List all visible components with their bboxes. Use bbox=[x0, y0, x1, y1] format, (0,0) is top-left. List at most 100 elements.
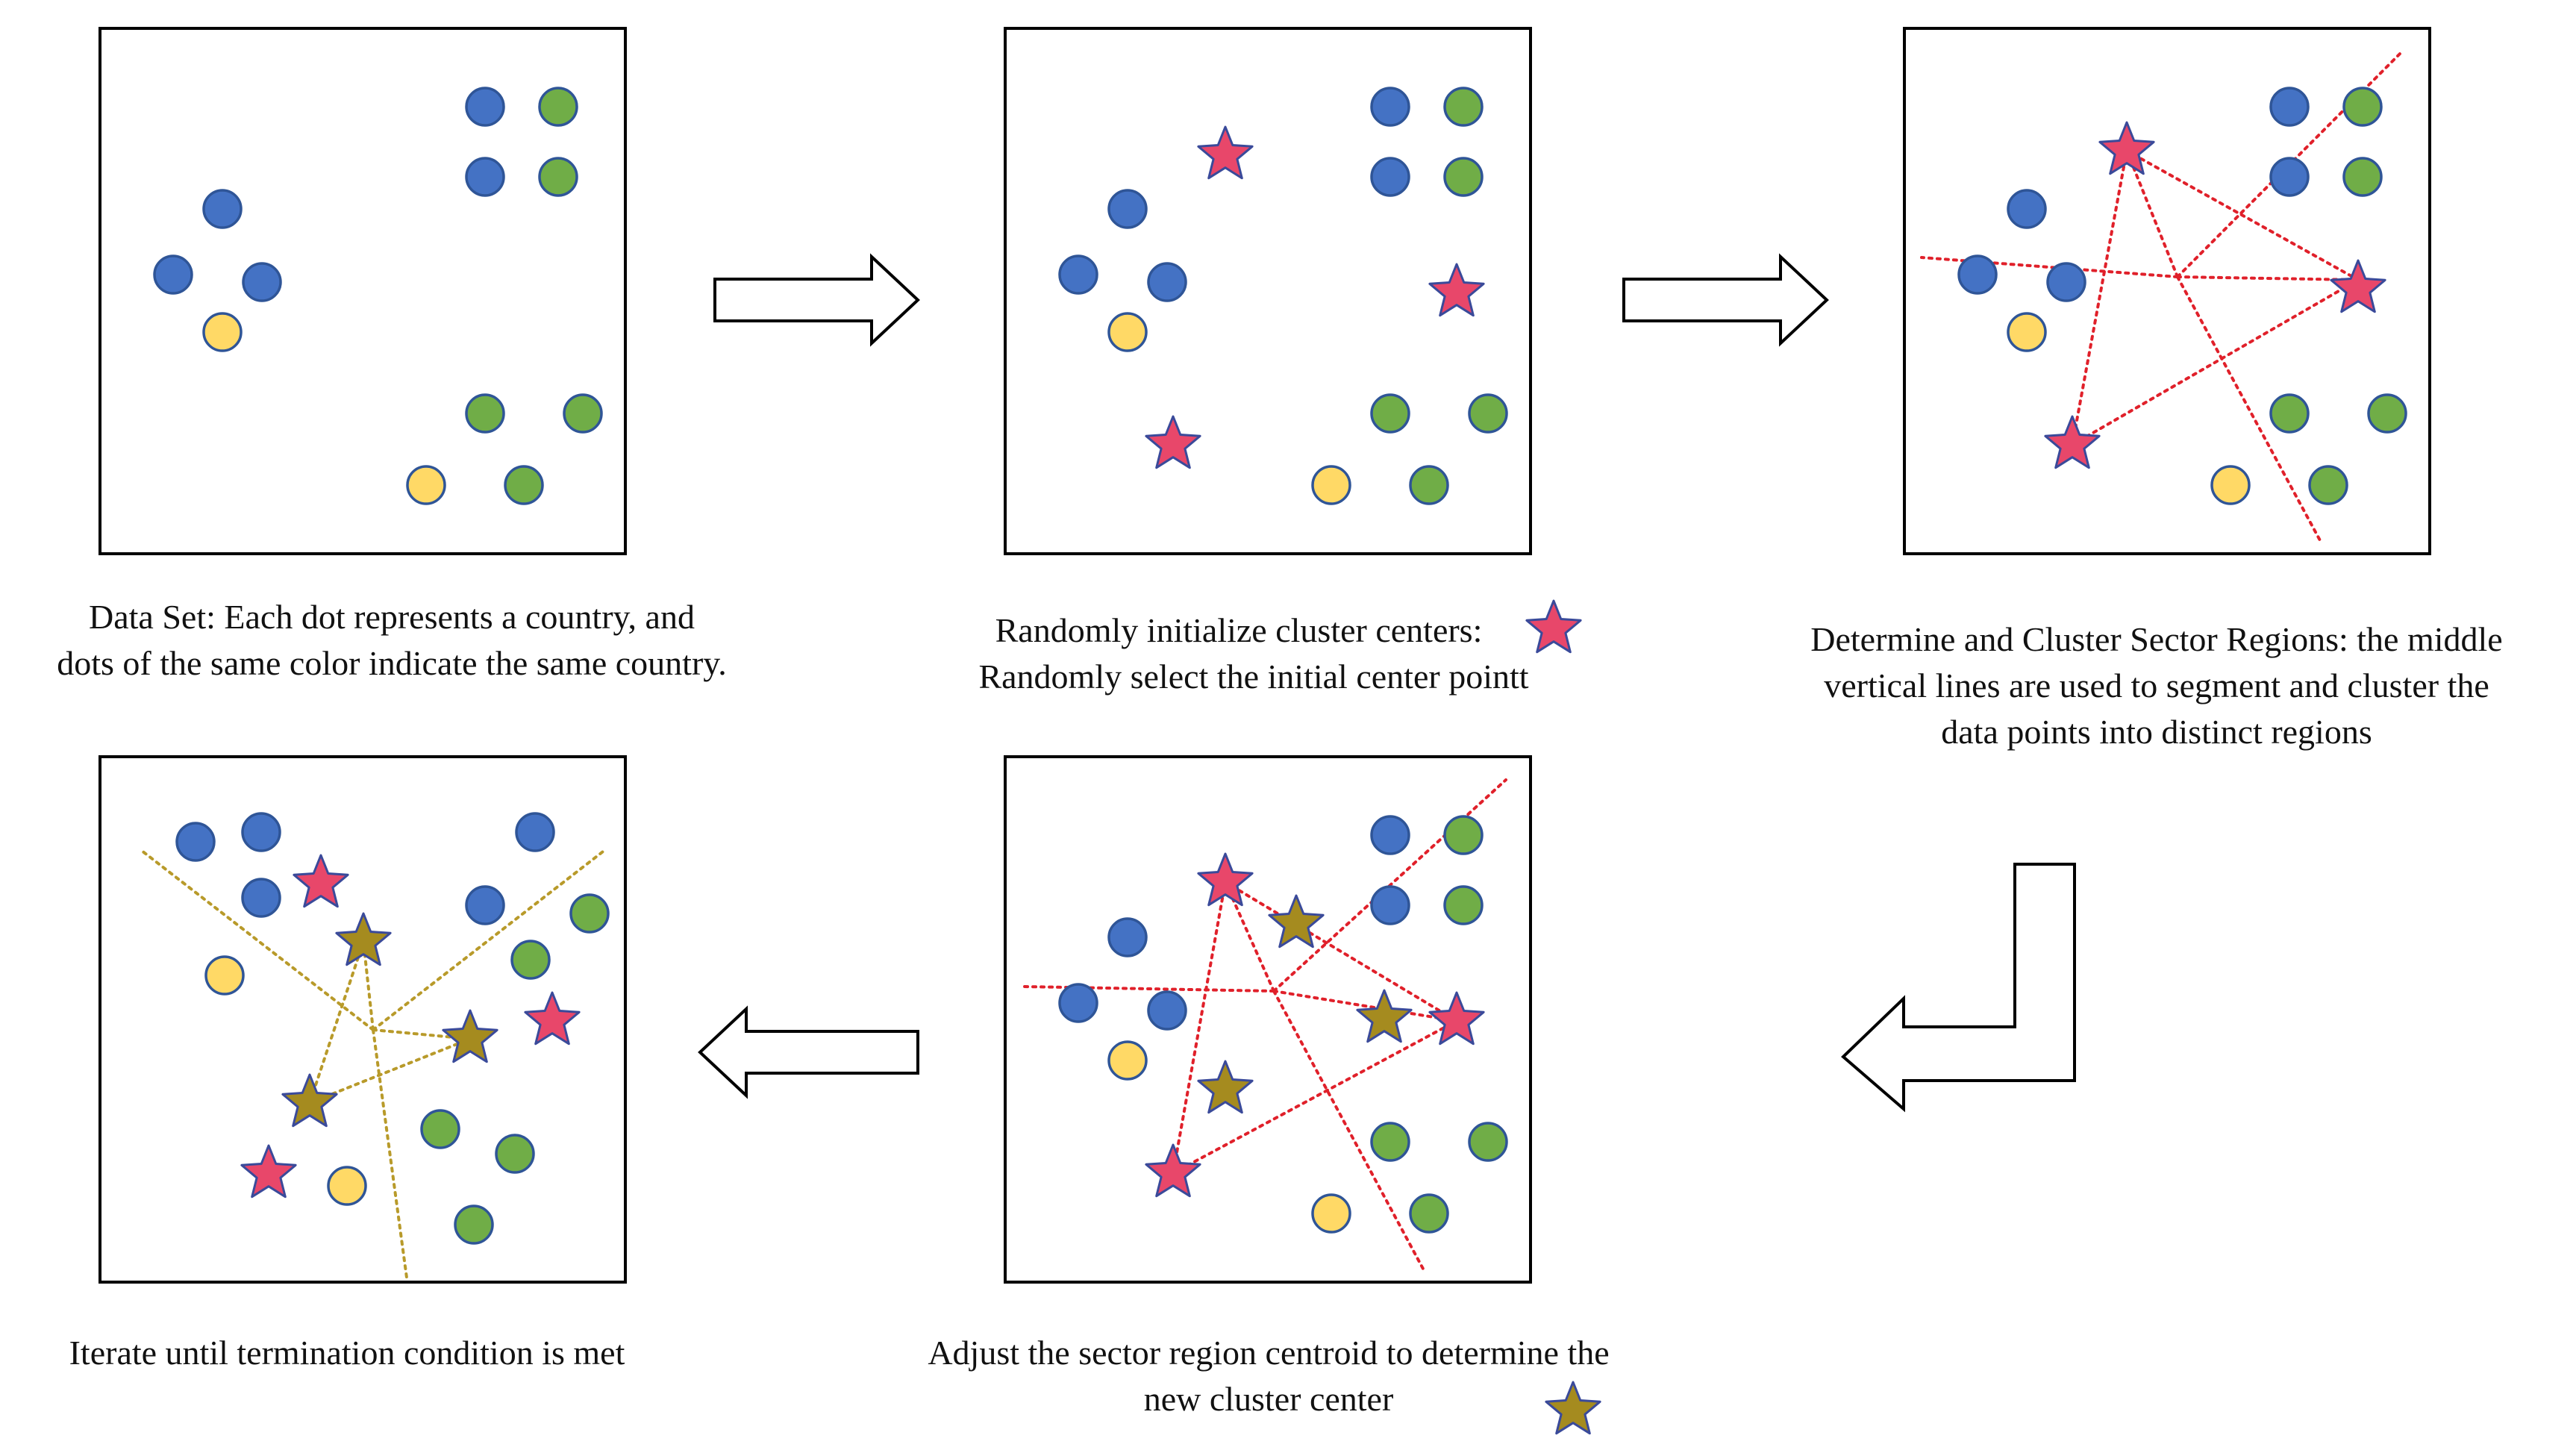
blue-dot bbox=[465, 87, 505, 127]
panel-iteration bbox=[99, 755, 627, 1284]
yellow-dot bbox=[1311, 1193, 1351, 1234]
green-dot bbox=[2342, 157, 2383, 197]
red-boundary-line bbox=[2071, 278, 2360, 446]
caption-step2-line2: Randomly select the initial center point… bbox=[978, 657, 1529, 696]
red-boundary-line bbox=[1224, 881, 1458, 1022]
blue-dot bbox=[1107, 917, 1148, 957]
blue-dot bbox=[175, 822, 216, 862]
gold-boundary-line bbox=[308, 940, 365, 1104]
green-dot bbox=[504, 465, 544, 505]
blue-dot bbox=[1370, 157, 1410, 197]
panel-data-set bbox=[99, 27, 627, 555]
green-dot bbox=[1468, 393, 1508, 434]
green-dot bbox=[510, 940, 551, 980]
initial-center-star bbox=[1197, 125, 1254, 180]
caption-step3-line1: Determine and Cluster Sector Regions: th… bbox=[1810, 620, 2503, 658]
green-dot bbox=[495, 1134, 535, 1174]
red-boundary-line bbox=[1172, 881, 1227, 1175]
red-boundary-line bbox=[2125, 149, 2360, 281]
green-dot bbox=[1468, 1122, 1508, 1162]
caption-step1-line1: Data Set: Each dot represents a country,… bbox=[89, 598, 695, 636]
initial-center-star bbox=[1145, 415, 1201, 469]
blue-dot bbox=[2007, 189, 2047, 229]
yellow-dot bbox=[1107, 1040, 1148, 1081]
panel-sector-regions bbox=[1903, 27, 2431, 555]
caption-step2: Randomly initialize cluster centers: Ran… bbox=[881, 607, 1627, 700]
yellow-dot bbox=[1311, 465, 1351, 505]
blue-dot bbox=[2046, 262, 2086, 302]
flow-arrow-right-1 bbox=[713, 253, 920, 347]
new-center-star bbox=[335, 912, 392, 966]
green-dot bbox=[465, 393, 505, 434]
initial-center-star bbox=[1145, 1143, 1201, 1198]
initial-center-star bbox=[2044, 415, 2101, 469]
blue-dot bbox=[1147, 990, 1187, 1031]
initial-center-star bbox=[293, 854, 349, 908]
red-boundary-line bbox=[1172, 1019, 1458, 1175]
flow-arrow-left bbox=[698, 1005, 919, 1099]
blue-dot bbox=[153, 254, 193, 295]
new-center-star bbox=[1268, 894, 1325, 949]
green-dot bbox=[1443, 815, 1484, 855]
green-dot bbox=[1370, 393, 1410, 434]
blue-dot bbox=[465, 885, 505, 925]
new-center-star bbox=[442, 1009, 498, 1063]
initial-center-star bbox=[1428, 991, 1485, 1046]
green-dot bbox=[538, 87, 578, 127]
blue-dot bbox=[465, 157, 505, 197]
blue-dot bbox=[202, 189, 243, 229]
blue-dot bbox=[241, 878, 281, 918]
green-dot bbox=[420, 1109, 460, 1149]
green-dot bbox=[538, 157, 578, 197]
green-dot bbox=[454, 1204, 494, 1245]
new-center-star bbox=[1356, 989, 1413, 1043]
green-dot bbox=[569, 893, 610, 934]
new-center-star bbox=[281, 1073, 338, 1128]
caption-step4-line2: new cluster center bbox=[1143, 1380, 1394, 1418]
blue-dot bbox=[1370, 885, 1410, 925]
blue-dot bbox=[2269, 157, 2310, 197]
caption-step5-line1: Iterate until termination condition is m… bbox=[69, 1334, 625, 1372]
green-dot bbox=[1443, 885, 1484, 925]
initial-center-star bbox=[240, 1144, 297, 1199]
yellow-dot bbox=[1107, 312, 1148, 352]
caption-step1-line2: dots of the same color indicate the same… bbox=[57, 644, 727, 682]
blue-dot bbox=[1370, 87, 1410, 127]
green-dot bbox=[2342, 87, 2383, 127]
blue-dot bbox=[1370, 815, 1410, 855]
blue-dot bbox=[1147, 262, 1187, 302]
red-boundary-line bbox=[2176, 275, 2322, 543]
initial-center-star bbox=[1197, 852, 1254, 907]
green-dot bbox=[1443, 157, 1484, 197]
red-boundary-line bbox=[1022, 985, 1275, 993]
blue-dot bbox=[242, 262, 282, 302]
caption-step3-line3: data points into distinct regions bbox=[1941, 713, 2372, 751]
new-center-star bbox=[1197, 1060, 1254, 1114]
caption-step4: Adjust the sector region centroid to det… bbox=[866, 1330, 1672, 1422]
yellow-dot bbox=[204, 955, 245, 996]
red-boundary-line bbox=[2071, 149, 2128, 446]
green-dot bbox=[1370, 1122, 1410, 1162]
red-boundary-line bbox=[2125, 149, 2179, 278]
caption-step2-line1: Randomly initialize cluster centers: bbox=[995, 611, 1483, 649]
yellow-dot bbox=[327, 1166, 367, 1206]
panel-frame bbox=[99, 27, 627, 555]
flow-arrow-right-2 bbox=[1622, 253, 1829, 347]
caption-step3-line2: vertical lines are used to segment and c… bbox=[1824, 666, 2489, 704]
caption-step4-line1: Adjust the sector region centroid to det… bbox=[928, 1334, 1610, 1372]
gold-boundary-line bbox=[372, 848, 607, 1031]
panel-frame bbox=[1903, 27, 2431, 555]
caption-step1: Data Set: Each dot represents a country,… bbox=[0, 594, 784, 687]
blue-dot bbox=[515, 812, 555, 852]
initial-center-star bbox=[2330, 259, 2386, 313]
caption-step3: Determine and Cluster Sector Regions: th… bbox=[1739, 616, 2575, 755]
yellow-dot bbox=[2007, 312, 2047, 352]
gold-boundary-line bbox=[372, 1028, 408, 1279]
blue-dot bbox=[241, 812, 281, 852]
new-center-star-legend-icon bbox=[1545, 1381, 1601, 1435]
red-boundary-line bbox=[1272, 990, 1425, 1272]
caption-step5: Iterate until termination condition is m… bbox=[0, 1330, 694, 1376]
green-dot bbox=[2367, 393, 2407, 434]
initial-center-star bbox=[524, 991, 581, 1046]
yellow-dot bbox=[406, 465, 446, 505]
